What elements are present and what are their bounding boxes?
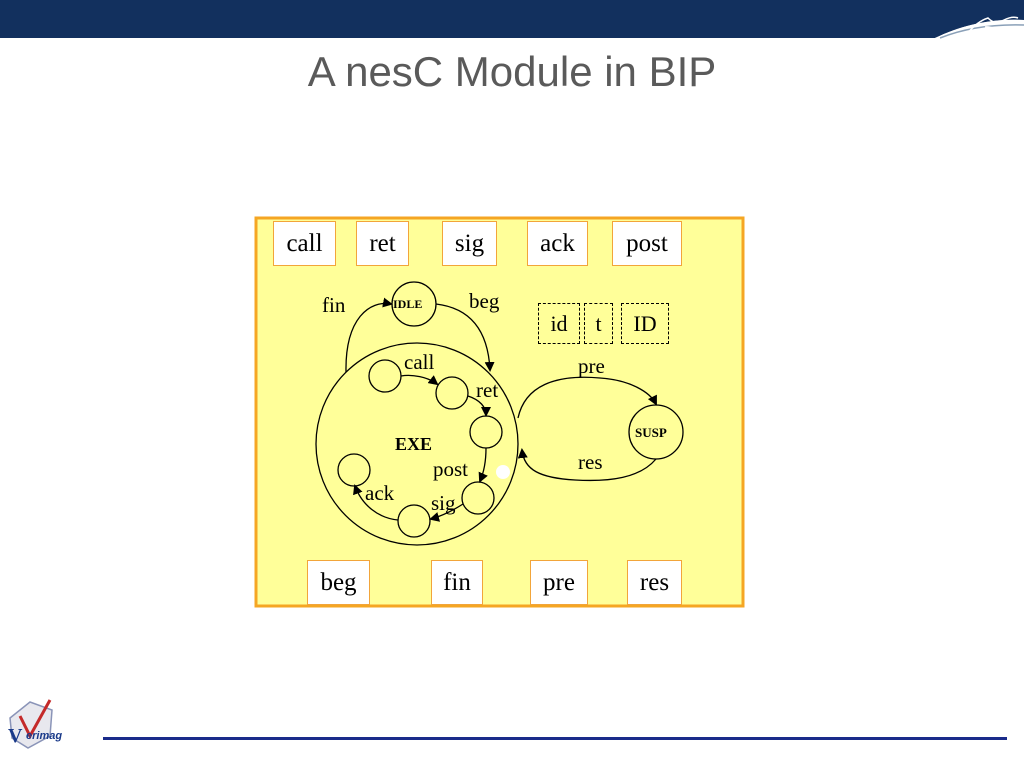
post-label: post xyxy=(433,457,469,481)
susp-state-label: SUSP xyxy=(635,425,667,440)
sig-transition-arrow xyxy=(429,503,464,522)
res-transition-arrow xyxy=(517,448,657,482)
ack-transition-arrow xyxy=(353,484,399,521)
post-transition-arrow xyxy=(478,447,488,483)
pre-label: pre xyxy=(578,354,605,378)
port-ack: ack xyxy=(527,221,588,266)
inner-state-2 xyxy=(435,376,469,410)
var-ID: ID xyxy=(621,303,669,344)
svg-text:V: V xyxy=(8,725,23,747)
verimag-logo: V xyxy=(8,699,53,749)
var-t: t xyxy=(584,303,613,344)
history-dot xyxy=(496,465,510,479)
var-id: id xyxy=(538,303,580,344)
sig-label: sig xyxy=(431,491,456,515)
header-bird-icon xyxy=(967,16,1019,34)
res-label: res xyxy=(578,450,603,474)
exe-state-circle xyxy=(315,342,519,546)
exe-state-label: EXE xyxy=(395,434,433,454)
ack-label: ack xyxy=(365,481,395,505)
beg-transition-arrow xyxy=(435,303,495,372)
port-ret: ret xyxy=(356,221,409,266)
fin-transition-arrow xyxy=(345,297,393,373)
pre-transition-arrow xyxy=(517,376,657,419)
port-res: res xyxy=(627,560,682,605)
port-post: post xyxy=(612,221,682,266)
header-band xyxy=(0,0,1024,70)
footer-line xyxy=(103,737,1007,740)
port-fin: fin xyxy=(431,560,483,605)
ret-transition-arrow xyxy=(467,395,491,417)
page-title: A nesC Module in BIP xyxy=(307,48,717,95)
port-pre: pre xyxy=(530,560,588,605)
inner-state-4 xyxy=(461,481,495,515)
port-beg: beg xyxy=(307,560,370,605)
beg-label: beg xyxy=(469,289,500,313)
logo-text: erimag xyxy=(26,730,63,742)
call-transition-arrow xyxy=(400,374,439,386)
ret-label: ret xyxy=(476,378,499,402)
port-call: call xyxy=(273,221,336,266)
port-sig: sig xyxy=(442,221,497,266)
fin-label: fin xyxy=(322,293,346,317)
idle-state-label: IDLE xyxy=(393,297,423,311)
call-label: call xyxy=(404,350,435,374)
